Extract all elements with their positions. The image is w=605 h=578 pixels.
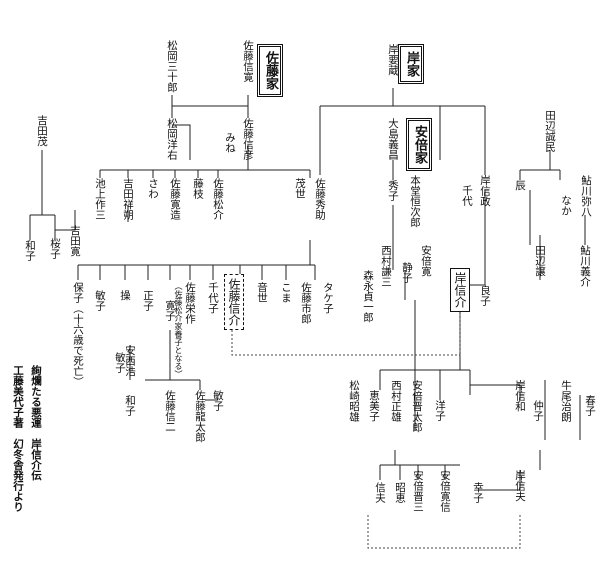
person-moe: 藤枝 <box>192 178 204 199</box>
person-sato-kanzo: 佐藤寛造 <box>169 178 181 220</box>
person-yoko: 洋子 <box>434 400 446 421</box>
person-kazuko: 和子 <box>24 240 36 261</box>
person-kishi-yoshizo: 岸要蔵 <box>387 44 399 76</box>
person-abe-hiroshi: 安倍寛 <box>420 245 432 277</box>
person-matsuoka-misojuro: 松岡三十郎 <box>166 40 178 93</box>
person-kishi-nobuo: 岸信夫 <box>514 470 526 502</box>
person-ikegami-sakuzo: 池上作三 <box>94 178 106 220</box>
person-sato-ichiro: 佐藤市郎 <box>300 282 312 324</box>
person-otoyo: 音世 <box>256 282 268 303</box>
person-shizuko: 静子 <box>401 262 413 283</box>
person-chiyoko: 千代子 <box>207 282 219 314</box>
house-label-abe: 安倍家 <box>406 118 432 171</box>
caption-credit: 工藤美代子著 幻冬舎発行より <box>12 365 24 512</box>
person-takeko: タケ子 <box>322 282 334 314</box>
person-sato-matsusuke: 佐藤松介 <box>212 178 224 220</box>
person-sakurako: 桜子 <box>49 238 61 259</box>
person-emiko: 恵美子 <box>368 390 380 422</box>
person-haruko: 春子 <box>584 395 596 416</box>
person-kishi-nobusuke-box: 岸信介 <box>450 268 470 312</box>
person-misao: 操 <box>119 290 131 301</box>
person-hideko: 秀子 <box>387 180 399 201</box>
person-matsuzaki-akio: 松崎昭雄 <box>348 380 360 422</box>
person-yoshida-shigeru: 吉田茂 <box>36 115 48 147</box>
person-sato-ryutaro: 佐藤龍太郎 <box>194 390 206 443</box>
person-sato-eisaku: 佐藤栄作 <box>184 282 196 324</box>
person-toshiko-c: 敏子 <box>212 390 224 411</box>
person-tatsu: 辰 <box>514 180 526 191</box>
person-honhori-tsuneshiro: 本堂恒次郎 <box>409 175 421 228</box>
house-label-kishi: 岸家 <box>398 44 424 84</box>
person-sato-hidesuke: 佐藤秀助 <box>314 178 326 220</box>
person-mine: みね <box>224 132 236 153</box>
person-ayukawa-yoshisuke: 鮎川義介 <box>579 245 591 287</box>
person-sachiko: 幸子 <box>472 482 484 503</box>
person-yasunishi-hiroshi: 安西浩 <box>124 345 136 377</box>
person-abe-shinzo: 安倍晋三 <box>412 470 424 512</box>
person-nakako: 仲子 <box>532 400 544 421</box>
person-sato-nobuhiro: 佐藤信寛 <box>242 40 254 82</box>
person-abe-shintaro: 安倍晋太郎 <box>411 380 423 433</box>
person-koma: こま <box>280 282 292 303</box>
person-toshiko-a: 敏子 <box>94 290 106 311</box>
person-naka: なか <box>560 195 572 216</box>
note-eisaku-adopted: （佐藤松介家養子となる） <box>174 282 183 378</box>
person-masako: 正子 <box>142 290 154 311</box>
person-hiroko: 寛子 <box>164 300 176 321</box>
person-kishi-nobukazu: 岸信和 <box>514 380 526 412</box>
person-kishi-nobumasa: 岸信政 <box>479 175 491 207</box>
person-yoshiko: 良子 <box>479 285 491 306</box>
person-yoshida-hiroshi: 吉田寛 <box>69 225 81 257</box>
caption-title: 絢爛たる悪運 岸信介伝 <box>30 365 42 481</box>
person-nishimura-masao: 西村正雄 <box>390 380 402 422</box>
person-toshiko-b: 敏子 <box>114 352 126 373</box>
person-yasuko: 保子（十六歳で死亡） <box>72 282 84 387</box>
person-sato-nobusuke-box: 佐藤信介 <box>224 274 244 330</box>
person-matsuoka-yosuke: 松岡洋右 <box>166 118 178 160</box>
person-abe-hironobu: 安倍寛信 <box>439 470 451 512</box>
person-sato-shinsuke: 佐藤信彦 <box>242 118 254 160</box>
person-kazuko-b: 和子 <box>124 395 136 416</box>
person-sawa: さわ <box>147 178 159 199</box>
person-yoshida-shokaku: 吉田祥朔 <box>122 178 134 220</box>
person-chiyo: 千代 <box>461 185 473 206</box>
person-sato-shinji: 佐藤信二 <box>164 390 176 432</box>
person-moyo: 茂世 <box>294 178 306 199</box>
person-morinaga-teiichiro: 森永貞一郎 <box>362 270 374 323</box>
person-ayukawa-yahachi: 鮎川弥八 <box>580 175 592 217</box>
person-tanabe-yuzuru: 田辺譲 <box>534 245 546 277</box>
person-nobuo: 信夫 <box>374 482 386 503</box>
person-oshima-yoshimasa: 大島義昌 <box>387 118 399 160</box>
person-tanabe-seimin: 田辺誠民 <box>544 110 556 152</box>
person-ushio-haruaki: 牛尾治朗 <box>560 380 572 422</box>
person-akie: 昭恵 <box>394 482 406 503</box>
house-label-sato: 佐藤家 <box>257 44 283 97</box>
person-nishimura-kenzo: 西村謙三 <box>380 245 392 287</box>
